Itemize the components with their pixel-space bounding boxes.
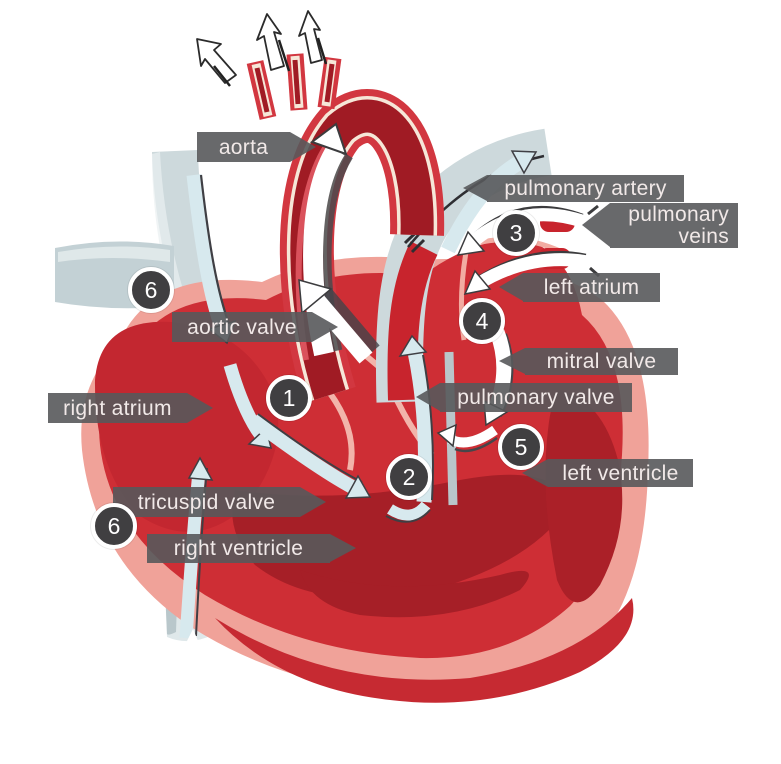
step-3-number: 3	[509, 219, 523, 246]
label-left-ventricle: left ventricle	[522, 459, 693, 487]
step-6-upper-number: 6	[144, 276, 158, 303]
ivc-flow-arrowhead	[187, 456, 214, 481]
pulmonary-artery-arrowhead	[510, 150, 538, 175]
label-left-atrium-text: left atrium	[543, 276, 640, 299]
svc-highlight	[152, 152, 200, 346]
ivc-arrow-tail-notch	[184, 629, 201, 648]
label-pulmonary-artery: pulmonary artery	[463, 175, 684, 202]
lower-septum-shadow	[300, 570, 529, 618]
step-circle-2: 2	[386, 454, 432, 500]
blue-flow-arrows	[179, 150, 538, 648]
label-aorta-text: aorta	[218, 135, 269, 159]
label-right-ventricle-pointer	[330, 534, 356, 562]
outflow-arrow-shadows	[213, 37, 328, 87]
outflow-arrow-middle	[256, 13, 285, 71]
label-right-atrium: right atrium	[48, 393, 213, 423]
label-right-ventricle-text: right ventricle	[173, 537, 304, 560]
step-circle-6-lower: 6	[91, 503, 137, 549]
label-tricuspid-valve-text: tricuspid valve	[137, 490, 276, 514]
label-pulmonary-veins-pointer	[582, 203, 610, 247]
label-pulmonary-veins-line2: veins	[678, 224, 729, 248]
left-ventricle-cavity	[545, 390, 623, 603]
label-pulmonary-veins-line1: pulmonary	[628, 202, 729, 226]
label-aortic-valve-text: aortic valve	[187, 315, 297, 339]
step-5-number: 5	[514, 433, 528, 460]
step-6-lower-number: 6	[107, 512, 121, 539]
pulmonary-vein-arrow-2	[474, 253, 590, 290]
label-pulmonary-artery-text: pulmonary artery	[504, 177, 667, 200]
heart-bottom-rim	[215, 598, 634, 703]
lv-hook-arrowhead	[436, 423, 457, 448]
step-4-number: 4	[475, 307, 489, 334]
outflow-arrow-left	[196, 38, 237, 84]
pv-arrowhead-2	[463, 269, 492, 296]
label-pulmonary-valve-text: pulmonary valve	[457, 386, 615, 409]
tricuspid-flow-arrowhead	[344, 474, 372, 499]
label-pulmonary-valve: pulmonary valve	[416, 383, 632, 412]
pulmonary-trunk-lumen	[387, 241, 438, 401]
tricuspid-flow-arrow	[248, 414, 360, 496]
aortic-valve-arrowhead	[298, 278, 333, 315]
label-aorta-pointer	[290, 132, 316, 162]
label-pulmonary-artery-pointer	[463, 175, 487, 201]
label-pulmonary-veins: pulmonary veins	[582, 202, 738, 248]
label-mitral-valve-text: mitral valve	[546, 350, 657, 373]
step-1-number: 1	[282, 384, 296, 411]
label-right-ventricle: right ventricle	[147, 534, 356, 563]
label-aortic-valve-pointer	[312, 312, 338, 342]
pulmonary-valve-up-arrowhead	[398, 334, 428, 357]
step-circle-6-upper: 6	[128, 267, 174, 313]
branch-highlight	[58, 246, 170, 262]
label-tricuspid-valve-pointer	[300, 487, 326, 517]
tricuspid-flow-outline	[257, 413, 363, 483]
step-circle-1: 1	[266, 375, 312, 421]
pulmonary-valve-up-outline	[422, 354, 434, 501]
label-left-atrium-pointer	[499, 273, 523, 301]
pv-arrowhead-1	[456, 230, 486, 256]
systemic-outflow-arrows	[196, 10, 328, 87]
aortic-valve-flow-arrow	[308, 292, 373, 364]
label-left-ventricle-text: left ventricle	[562, 461, 679, 485]
lv-hook-outline	[454, 436, 498, 453]
label-aorta: aorta	[197, 132, 316, 162]
rv-hook-arrow	[387, 501, 431, 521]
step-2-number: 2	[402, 463, 416, 490]
label-tricuspid-valve: tricuspid valve	[113, 487, 326, 517]
step-circle-5: 5	[498, 424, 544, 470]
rv-hook-outline	[385, 509, 431, 523]
label-right-atrium-pointer	[187, 393, 213, 423]
label-right-atrium-text: right atrium	[63, 396, 172, 420]
label-left-atrium: left atrium	[499, 273, 660, 302]
label-mitral-valve-pointer	[499, 348, 525, 374]
aorta-flow-arrowhead	[309, 122, 348, 156]
outflow-arrow-right	[298, 10, 323, 64]
label-aortic-valve: aortic valve	[172, 312, 338, 342]
aorta-branches	[246, 53, 342, 120]
label-mitral-valve: mitral valve	[499, 348, 678, 375]
step-circle-3: 3	[493, 210, 539, 256]
step-circle-4: 4	[459, 298, 505, 344]
label-pulmonary-valve-pointer	[416, 383, 440, 411]
